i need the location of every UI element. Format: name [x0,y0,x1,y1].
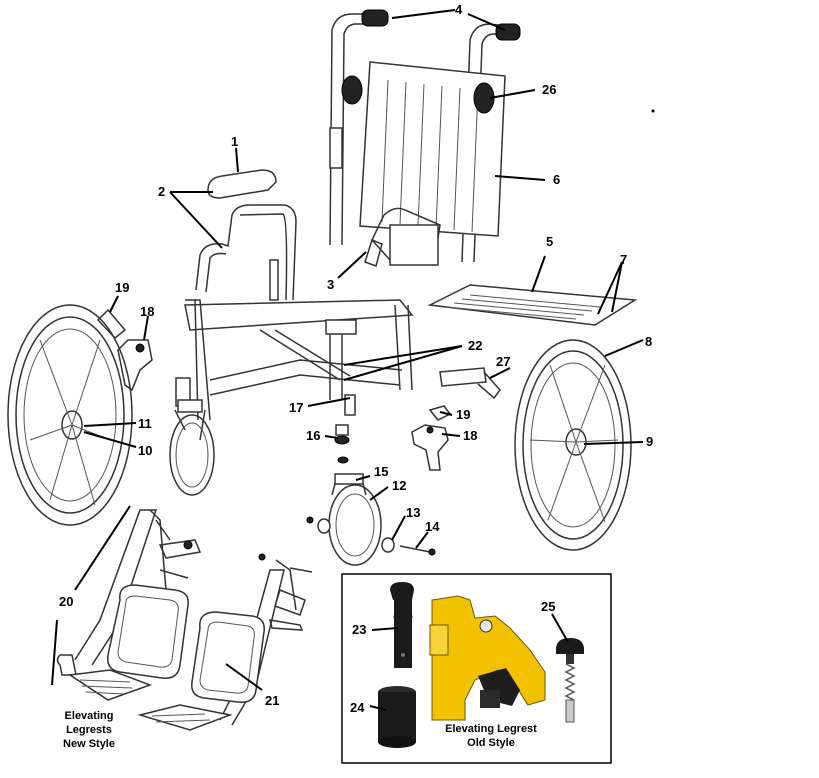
old-style-caption-line1: Elevating Legrest [445,723,537,735]
callout-4: 4 [455,2,463,17]
callout-2: 2 [158,184,165,199]
callout-27: 27 [496,354,510,369]
callout-23: 23 [352,622,366,637]
armrest-frame [195,204,297,301]
seat-plate [427,284,638,326]
callout-26: 26 [542,82,556,97]
main-frame [175,299,414,421]
side-guards [341,75,495,114]
callout-24: 24 [350,700,365,715]
callout-19-right: 19 [456,407,470,422]
caster-stem [334,394,356,464]
callout-18-right: 18 [463,428,477,443]
release-knob [556,638,584,723]
pivot-bushing [378,686,416,748]
hanger-bracket [364,207,441,267]
new-style-caption-line1: Elevating [65,710,114,722]
legrest-left [56,509,202,701]
caster-bushings [306,516,436,556]
pivot-pin [390,582,414,668]
callout-1: 1 [231,134,238,149]
yellow-legrest-mount [429,595,546,721]
callout-numbers: 4 26 6 1 2 3 5 7 8 9 10 11 12 13 14 15 1… [59,2,653,715]
callout-9: 9 [646,434,653,449]
callout-19-left: 19 [115,280,129,295]
callout-13: 13 [406,505,420,520]
armrest-pad [207,169,277,199]
left-caster [169,399,215,496]
new-style-caption-line3: New Style [63,738,115,750]
callout-11: 11 [138,416,152,431]
leader-lines [51,9,644,711]
new-style-caption-line2: Legrests [66,724,112,736]
old-style-caption-line2: Old Style [467,737,515,749]
callout-20: 20 [59,594,73,609]
front-caster [328,473,382,566]
wheel-lock-handle [96,308,127,340]
new-style-caption: Elevating Legrests New Style [63,710,115,750]
wheel-lock [117,339,153,392]
callout-25: 25 [541,599,555,614]
callout-5: 5 [546,234,553,249]
callout-17: 17 [289,400,303,415]
callout-21: 21 [265,693,279,708]
callout-8: 8 [645,334,652,349]
stray-dot [651,109,655,113]
back-upholstery [359,61,506,237]
callout-10: 10 [138,443,152,458]
callout-14: 14 [425,519,440,534]
callout-3: 3 [327,277,334,292]
callout-7: 7 [620,252,627,267]
right-wheel-lock [411,424,449,471]
left-rear-wheel [7,304,133,526]
callout-16: 16 [306,428,320,443]
callout-18-left: 18 [140,304,154,319]
old-style-inset [341,573,612,764]
right-rear-wheel [514,339,632,551]
callout-22: 22 [468,338,482,353]
callout-6: 6 [553,172,560,187]
old-style-caption: Elevating Legrest Old Style [445,723,537,749]
callout-15: 15 [374,464,388,479]
callout-12: 12 [392,478,406,493]
axle-sleeve [439,367,501,400]
